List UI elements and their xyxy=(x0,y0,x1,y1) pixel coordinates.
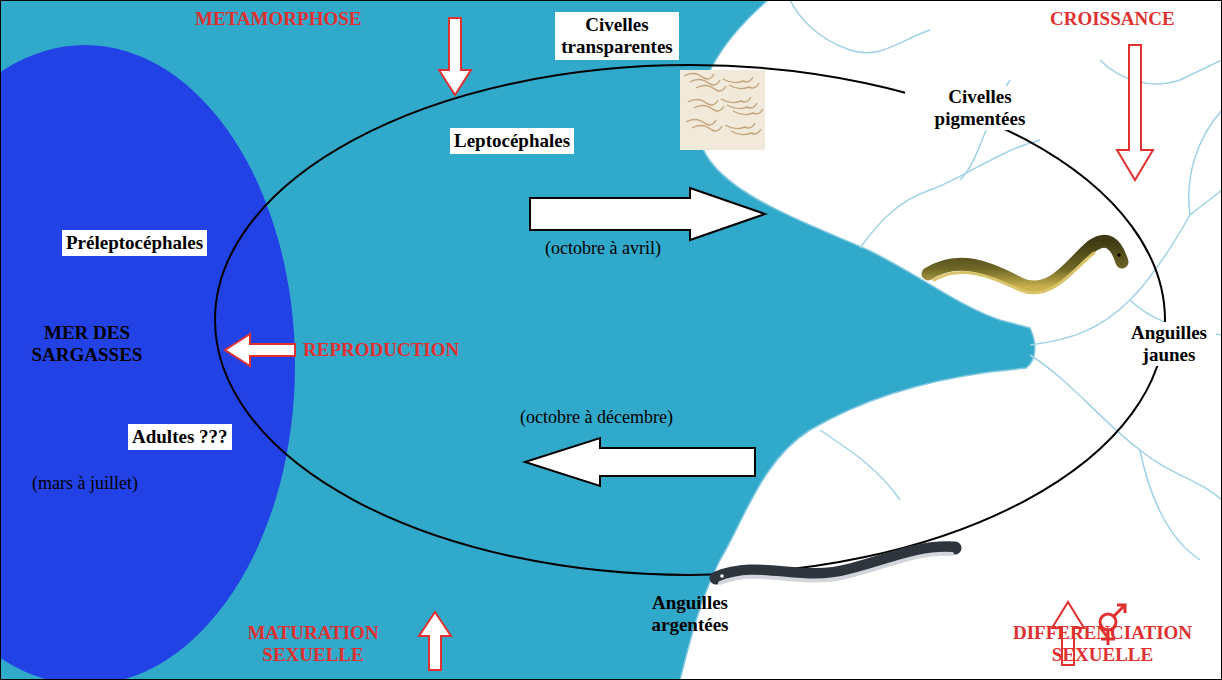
elver-stroke xyxy=(684,73,714,78)
period-label: (mars à juillet) xyxy=(32,472,138,494)
elver-stroke xyxy=(733,109,763,115)
period-label: (octobre à décembre) xyxy=(520,406,673,428)
stage-box: Préleptocéphales xyxy=(62,230,207,256)
elver-stroke xyxy=(690,79,720,84)
stage-name: Leptocéphales xyxy=(454,130,570,152)
stage-label: Anguilles argentées xyxy=(640,592,740,636)
life-cycle-loop xyxy=(215,65,1165,575)
elver-stroke xyxy=(729,83,759,89)
phase-arrow xyxy=(225,334,295,366)
phase-arrow xyxy=(439,18,471,95)
phase-arrow xyxy=(1117,45,1153,180)
rivers xyxy=(790,0,1222,560)
elver-stroke xyxy=(686,119,716,124)
elver-stroke xyxy=(725,123,755,129)
elver-stroke xyxy=(692,125,722,130)
sea-name: MER DES SARGASSES xyxy=(22,322,152,366)
migration-arrow xyxy=(530,188,765,240)
stage-name: Préleptocéphales xyxy=(66,232,203,254)
stage-box: Adultes ??? xyxy=(128,424,232,450)
stage-box: Civelles transparentes xyxy=(555,12,679,60)
phase-label: REPRODUCTION xyxy=(303,339,459,361)
phase-label: METAMORPHOSE xyxy=(195,8,361,30)
yellow-eel-picture xyxy=(928,241,1122,293)
silver-eel-picture xyxy=(716,548,955,583)
elver-stroke xyxy=(694,105,724,110)
elver-stroke xyxy=(727,103,757,109)
sargasso-sea xyxy=(0,45,295,680)
phase-arrow xyxy=(419,612,451,670)
glass-eels-picture xyxy=(680,70,765,150)
stage-label: Anguilles jaunes xyxy=(1122,322,1216,366)
phase-label: CROISSANCE xyxy=(1050,8,1175,30)
stage-box: Leptocéphales xyxy=(450,128,574,154)
migration-arrow xyxy=(525,438,755,486)
stage-label: Civelles pigmentées xyxy=(905,86,1055,130)
phase-label: MATURATION SEXUELLE xyxy=(218,622,408,666)
elver-stroke xyxy=(721,97,751,103)
period-label: (octobre à avril) xyxy=(545,237,661,259)
phase-label: DIFFERENCIATION SEXUELLE xyxy=(990,622,1215,666)
stage-name: Civelles transparentes xyxy=(559,14,675,58)
stage-name: Adultes ??? xyxy=(132,426,228,448)
elver-stroke xyxy=(723,77,753,83)
elver-stroke xyxy=(688,99,718,104)
elver-stroke xyxy=(731,129,761,135)
elver-stroke xyxy=(696,85,726,90)
